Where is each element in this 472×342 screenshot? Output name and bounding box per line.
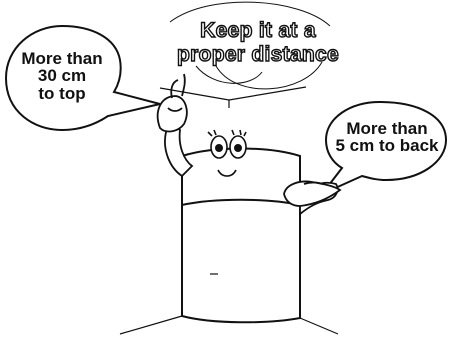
left-bubble-line-3: to top <box>6 85 118 102</box>
fridge-left-arm <box>158 74 192 176</box>
right-bubble-line-2: 5 cm to back <box>328 137 446 154</box>
left-bubble-line-1: More than <box>6 50 118 67</box>
refrigerator <box>182 149 300 323</box>
left-bubble-text: More than 30 cm to top <box>6 50 118 102</box>
heading-line-2: proper distance <box>150 44 366 65</box>
right-bubble-text: More than 5 cm to back <box>328 120 446 155</box>
heading-line-1: Keep it at a <box>158 20 358 41</box>
right-bubble-line-1: More than <box>328 120 446 137</box>
left-bubble-line-2: 30 cm <box>6 67 118 84</box>
